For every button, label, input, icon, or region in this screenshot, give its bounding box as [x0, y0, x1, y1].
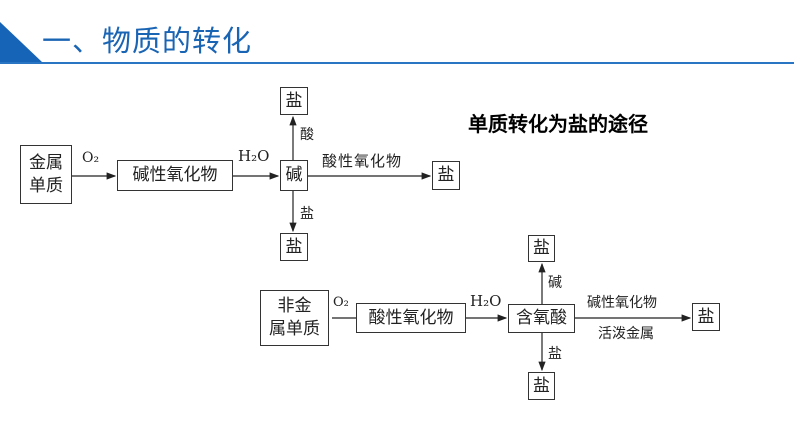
- nonmetal-element-box: 非金 属单质: [260, 290, 329, 346]
- acid-label: 酸: [300, 127, 314, 143]
- salt-box: 盐: [280, 233, 308, 261]
- salt-label: 盐: [300, 206, 314, 222]
- salt-label: 盐: [548, 346, 562, 362]
- o2-label: O₂: [82, 150, 100, 166]
- h2o-label: H₂O: [470, 292, 502, 310]
- metal-element-box: 金属 单质: [20, 145, 72, 204]
- box-text: 非金: [277, 296, 312, 317]
- acidic-oxide-label: 酸性氧化物: [322, 152, 403, 170]
- base-box: 碱: [280, 160, 308, 191]
- basic-oxide-label: 碱性氧化物: [587, 295, 657, 311]
- active-metal-label: 活泼金属: [598, 326, 654, 342]
- page-title: 一、物质的转化: [42, 24, 253, 58]
- header-triangle-decoration: [0, 22, 42, 62]
- h2o-label: H₂O: [238, 147, 270, 165]
- o2-label: O₂: [333, 295, 349, 310]
- salt-box: 盐: [528, 235, 555, 262]
- box-text: 属单质: [269, 319, 320, 339]
- salt-box: 盐: [528, 372, 555, 400]
- acidic-oxide-box: 酸性氧化物: [356, 303, 466, 333]
- header-divider: [0, 62, 794, 64]
- salt-box: 盐: [280, 87, 308, 115]
- basic-oxide-box: 碱性氧化物: [117, 160, 233, 191]
- box-text: 金属: [29, 152, 63, 173]
- salt-box: 盐: [432, 161, 460, 190]
- base-label: 碱: [548, 275, 562, 291]
- oxyacid-box: 含氧酸: [508, 304, 575, 333]
- box-text: 单质: [29, 175, 63, 196]
- diagram-heading: 单质转化为盐的途径: [468, 112, 648, 136]
- salt-box: 盐: [692, 303, 720, 331]
